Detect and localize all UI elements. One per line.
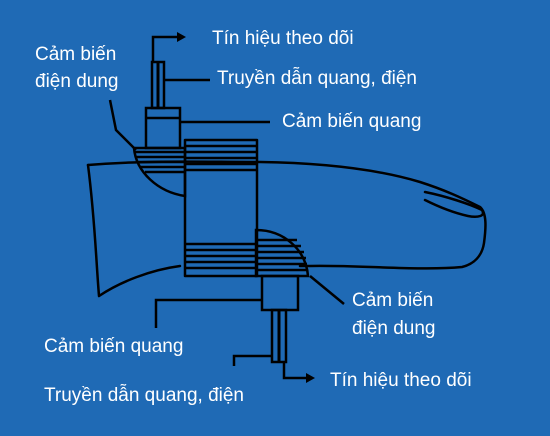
- top-signal-label: Tín hiệu theo dõi: [212, 28, 354, 49]
- bottom-capacitive-sensor: [254, 228, 310, 278]
- wrap-band: [183, 138, 259, 278]
- bottom-optical-label: Cảm biến quang: [44, 336, 184, 357]
- bottom-signal-label: Tín hiệu theo dõi: [330, 370, 472, 391]
- top-signal-arrow: [151, 35, 180, 62]
- bottom-capacitive-label-line2: điện dung: [352, 318, 436, 339]
- top-optical-sensor: [144, 106, 182, 150]
- bottom-capacitive-pointer: [309, 275, 345, 305]
- finger-lower-outline: [86, 163, 182, 298]
- finger-outline: [86, 160, 487, 270]
- band-lines: [186, 144, 256, 270]
- bottom-optical-pointer: [154, 298, 262, 328]
- bottom-optical-sensor: [260, 274, 300, 312]
- top-capacitive-label-line1: Cảm biến: [35, 44, 117, 65]
- top-capacitive-pointer: [108, 99, 137, 151]
- bottom-transmission-pointer: [232, 354, 272, 366]
- bottom-signal-arrow: [282, 362, 308, 380]
- top-capacitive-sensor: [132, 146, 187, 198]
- top-capacitive-label-line2: điện dung: [35, 71, 119, 92]
- top-optical-label: Cảm biến quang: [282, 111, 422, 132]
- top-transmission-label: Truyền dẫn quang, điện: [217, 68, 418, 89]
- fingernail-outline: [423, 190, 485, 218]
- bottom-capacitive-label-line1: Cảm biến: [352, 290, 434, 311]
- bottom-transmission-label: Truyền dẫn quang, điện: [44, 385, 245, 406]
